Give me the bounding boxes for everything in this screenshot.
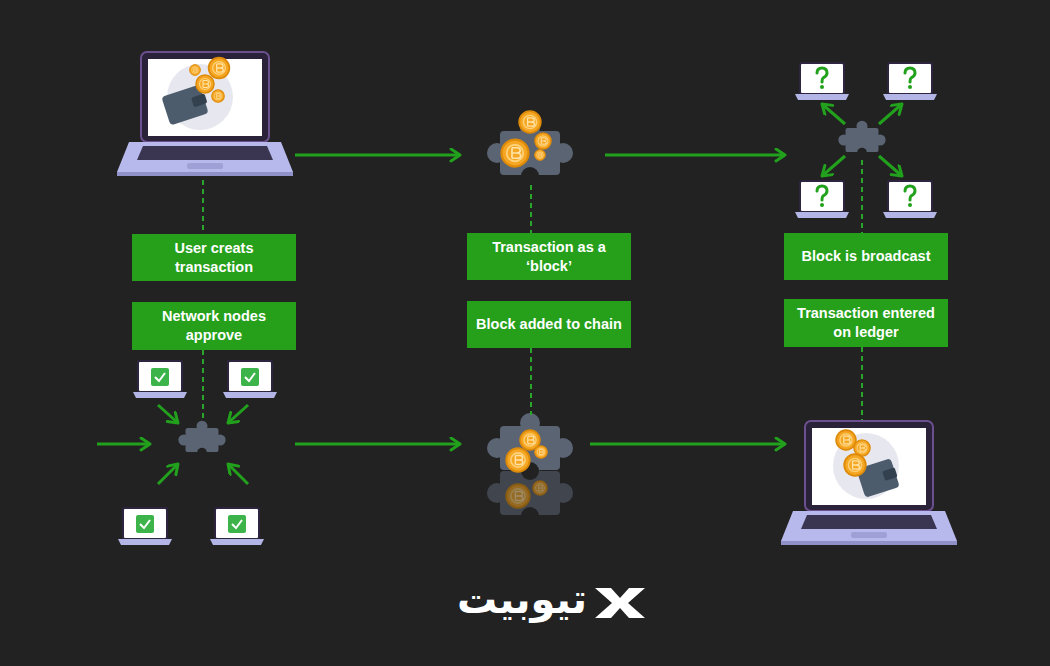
box-text: Block is broadcast (802, 247, 931, 266)
node-laptop (210, 508, 264, 545)
check-mark (136, 515, 154, 533)
process-box: Transaction entered on ledger (784, 299, 948, 347)
ledger-laptop (781, 421, 957, 545)
puzzle-piece (178, 421, 225, 458)
leader-line (530, 185, 532, 233)
question-mark (905, 68, 915, 89)
node-laptop (133, 361, 187, 398)
node-laptop (795, 63, 849, 100)
coin (844, 454, 866, 476)
box-text: Block added to chain (476, 315, 622, 334)
logo-icon (595, 588, 645, 618)
box-text: Network nodes approve (140, 307, 288, 345)
flow-arrow (822, 104, 845, 124)
flow-arrow (158, 405, 178, 423)
box-text: User creats transaction (140, 239, 288, 277)
box-text: Transaction as a ‘block’ (475, 238, 623, 276)
question-mark (817, 68, 827, 89)
approval-cluster (97, 361, 277, 545)
broadcast-cluster (795, 63, 937, 218)
process-box: Network nodes approve (132, 302, 296, 350)
check-mark (241, 368, 259, 386)
leader-lines (203, 160, 862, 420)
flow-arrow (295, 443, 460, 446)
flow-arrow (158, 464, 178, 484)
flow-arrow (228, 405, 248, 423)
leader-line (861, 347, 863, 420)
node-laptop (883, 181, 937, 218)
flow-arrow (605, 154, 785, 157)
flow-arrow (879, 104, 902, 124)
chain-pieces (487, 413, 573, 525)
check-mark (228, 515, 246, 533)
coin (506, 484, 529, 507)
leader-line (202, 180, 204, 234)
puzzle-piece (487, 413, 573, 480)
question-mark (817, 186, 827, 207)
sender-laptop (117, 52, 293, 176)
question-mark (905, 186, 915, 207)
coin (506, 448, 529, 471)
leader-line (530, 348, 532, 415)
leader-line (202, 350, 204, 420)
coin (212, 90, 225, 103)
box-text: Transaction entered on ledger (792, 304, 940, 342)
laptop (781, 421, 957, 545)
coin (502, 140, 529, 167)
coin (535, 150, 546, 161)
block-piece (487, 111, 573, 185)
check-mark (151, 368, 169, 386)
process-box: Transaction as a ‘block’ (467, 233, 631, 280)
process-box: Block is broadcast (784, 233, 948, 280)
coin (535, 446, 548, 459)
flow-arrow (879, 156, 902, 176)
laptop (117, 52, 293, 176)
watermark: تیوبیت (395, 576, 587, 622)
coin (209, 58, 230, 79)
node-laptop (795, 181, 849, 218)
node-laptop (883, 63, 937, 100)
flow-arrow (97, 443, 150, 446)
flow-arrow (295, 154, 460, 157)
flow-arrow (228, 464, 248, 484)
coin (533, 481, 547, 495)
node-laptop (118, 508, 172, 545)
coin (836, 430, 856, 450)
coin (196, 75, 214, 93)
coin (190, 65, 201, 76)
coin (519, 111, 541, 133)
node-laptop (223, 361, 277, 398)
process-box: User creats transaction (132, 234, 296, 281)
flow-arrow (822, 156, 845, 176)
coin (535, 133, 551, 149)
flow-arrow (590, 443, 785, 446)
process-box: Block added to chain (467, 301, 631, 348)
puzzle-piece (838, 121, 885, 158)
leader-line (861, 160, 863, 233)
